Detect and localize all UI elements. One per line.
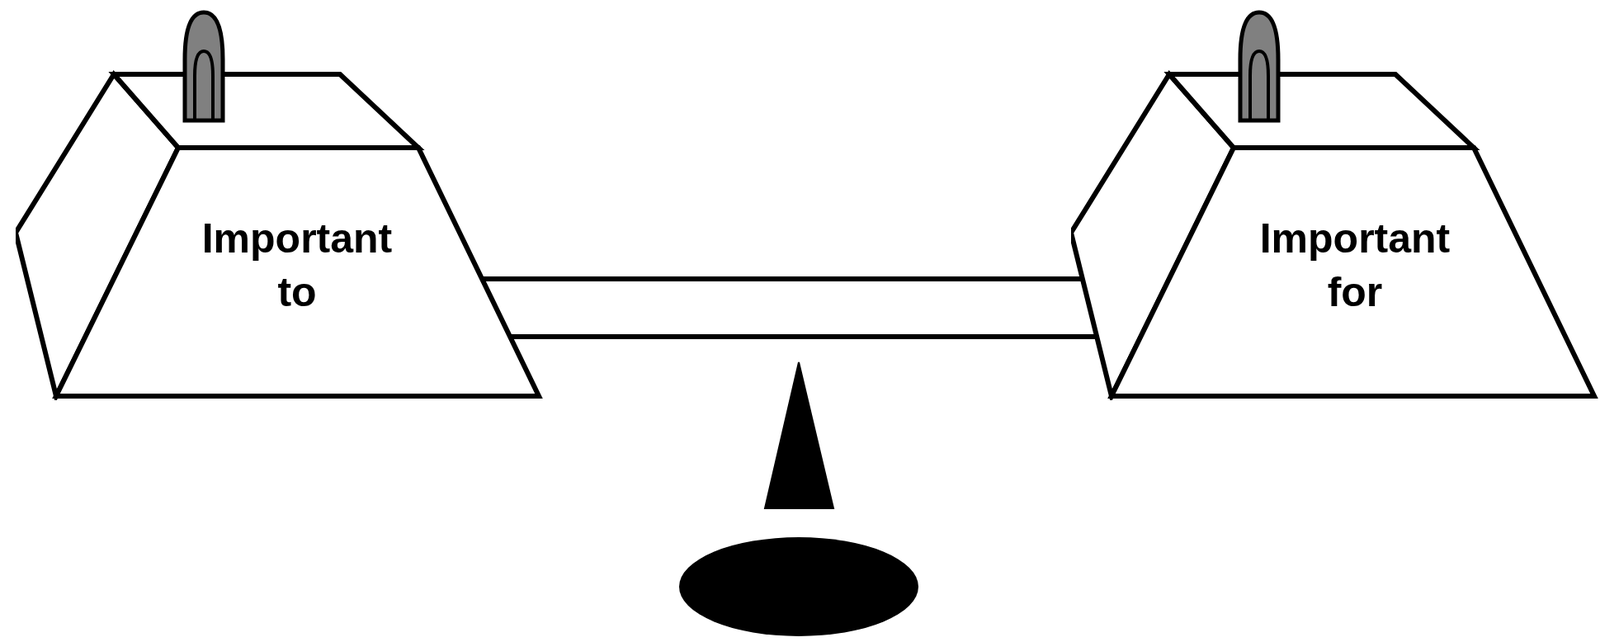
weight-handle [184,12,223,121]
weight-top [113,74,419,148]
weight-shape [15,9,543,401]
handle-inner [1250,51,1269,121]
handle-inner [194,51,213,121]
fulcrum-base [679,537,919,637]
weight-label: Important for [1260,212,1451,320]
weight-node: Important to [15,9,540,397]
weight-node: Important for [1071,9,1596,397]
scale-beam [481,278,1097,337]
weight-front [1111,147,1595,397]
weight-label: Important to [202,212,393,320]
weight-top [1169,74,1474,148]
weight-front [56,147,539,397]
fulcrum-triangle [764,362,834,509]
weight-handle [1240,12,1279,121]
weight-shape [1071,9,1599,401]
